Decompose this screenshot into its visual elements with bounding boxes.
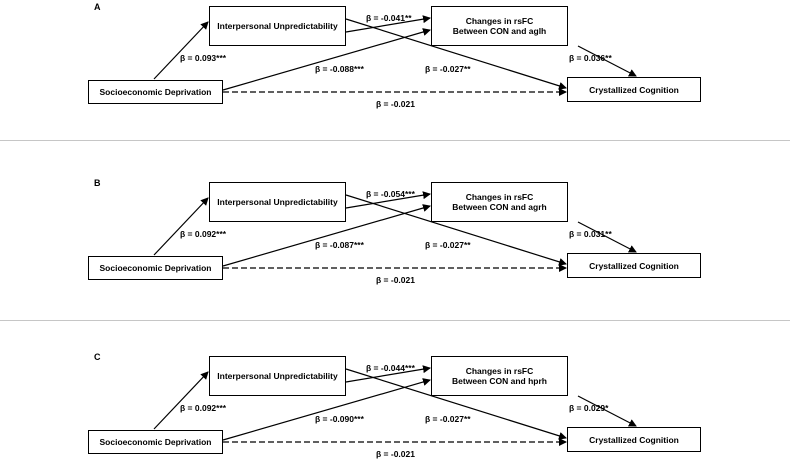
node-predictor-a: Socioeconomic Deprivation (88, 80, 223, 104)
coef-m1-to-m2-b: β = -0.054*** (366, 189, 415, 199)
coef-m1-to-m2-a: β = -0.041** (366, 13, 412, 23)
coef-m1-to-y-c: β = -0.027** (425, 414, 471, 424)
arrow-x-to-m1-c (153, 371, 209, 430)
panel-divider-2 (0, 320, 790, 321)
panel-letter-b: B (94, 178, 101, 188)
arrow-m2-to-y-a (577, 45, 637, 77)
node-predictor-c: Socioeconomic Deprivation (88, 430, 223, 454)
node-mediator1-a: Interpersonal Unpredictability (209, 6, 346, 46)
node-outcome-a: Crystallized Cognition (567, 77, 701, 102)
coef-x-to-m1-c: β = 0.092*** (180, 403, 227, 413)
arrow-x-to-m2-a (222, 28, 431, 91)
coef-m1-to-m2-c: β = -0.044*** (366, 363, 415, 373)
node-mediator2-line1-a: Changes in rsFC (465, 16, 534, 26)
arrow-x-to-m2-b (222, 204, 431, 267)
node-mediator2-line2-b: Between CON and agrh (452, 202, 547, 212)
arrow-m1-to-y-c (345, 368, 567, 440)
panel-letter-c: C (94, 352, 101, 362)
arrow-m2-to-y-c (577, 395, 637, 427)
coef-m2-to-y-b: β = 0.031** (569, 229, 612, 239)
node-mediator2-line2-a: Between CON and aglh (452, 26, 547, 36)
arrow-m1-to-m2-b (345, 191, 431, 209)
arrow-m1-to-y-b (345, 194, 567, 266)
coef-m1-to-y-b: β = -0.027** (425, 240, 471, 250)
node-mediator1-c: Interpersonal Unpredictability (209, 356, 346, 396)
node-outcome-b: Crystallized Cognition (567, 253, 701, 278)
node-mediator2-line2-c: Between CON and hprh (452, 376, 547, 386)
coef-x-to-y-b: β = -0.021 (376, 275, 415, 285)
panel-letter-a: A (94, 2, 101, 12)
coef-x-to-m1-a: β = 0.093*** (180, 53, 227, 63)
arrow-m1-to-m2-a (345, 15, 431, 33)
arrow-m1-to-m2-c (345, 365, 431, 383)
coef-x-to-m2-c: β = -0.090*** (315, 414, 364, 424)
coef-x-to-m2-a: β = -0.088*** (315, 64, 364, 74)
arrow-x-to-m2-c (222, 378, 431, 441)
coef-x-to-y-a: β = -0.021 (376, 99, 415, 109)
coef-x-to-y-c: β = -0.021 (376, 449, 415, 459)
coef-x-to-m2-b: β = -0.087*** (315, 240, 364, 250)
coef-m2-to-y-c: β = 0.029* (569, 403, 609, 413)
panel-divider-1 (0, 140, 790, 141)
arrow-m1-to-y-a (345, 18, 567, 90)
node-mediator2-line1-c: Changes in rsFC (465, 366, 534, 376)
node-mediator2-line1-b: Changes in rsFC (465, 192, 534, 202)
arrow-x-to-m1-a (153, 21, 209, 80)
arrow-m2-to-y-b (577, 221, 637, 253)
arrow-x-to-m1-b (153, 197, 209, 256)
node-outcome-c: Crystallized Cognition (567, 427, 701, 452)
coef-m1-to-y-a: β = -0.027** (425, 64, 471, 74)
node-predictor-b: Socioeconomic Deprivation (88, 256, 223, 280)
node-mediator1-b: Interpersonal Unpredictability (209, 182, 346, 222)
coef-x-to-m1-b: β = 0.092*** (180, 229, 227, 239)
coef-m2-to-y-a: β = 0.036** (569, 53, 612, 63)
